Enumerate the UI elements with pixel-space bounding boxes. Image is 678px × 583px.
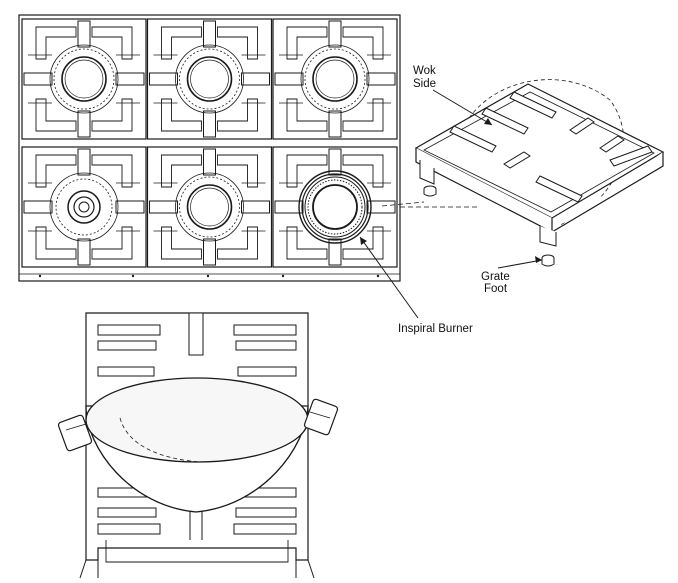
- wok-rim: [85, 377, 309, 463]
- wok-handle-left: [57, 414, 93, 452]
- standard-burner: [174, 172, 245, 242]
- simmer-burner: [49, 172, 119, 242]
- standard-burner: [300, 44, 370, 114]
- grate-foot-label-line1: Grate: [481, 271, 510, 283]
- wok-side-label-line1: Wok: [413, 65, 436, 77]
- wok-on-grate-view: [57, 312, 339, 579]
- inspiral-burner-callout: Inspiral Burner: [359, 236, 473, 335]
- standard-burner: [49, 44, 119, 114]
- grate-foot-lower: [541, 254, 555, 267]
- cooktop-top-view: [18, 14, 401, 282]
- burners: [49, 44, 372, 244]
- inspiral-burner-label: Inspiral Burner: [398, 323, 473, 335]
- grate-foot-label-line2: Foot: [484, 283, 508, 295]
- wok-side-callout: Wok Side: [413, 65, 493, 126]
- grate-foot-upper: [423, 185, 437, 197]
- inspiral-burner: [298, 170, 372, 244]
- standard-burner: [174, 44, 245, 114]
- grate-foot-callout: Grate Foot: [481, 256, 543, 295]
- wok-side-label-line2: Side: [413, 78, 436, 90]
- wok-grate-exploded: [381, 79, 665, 267]
- wok-handle-right: [303, 398, 339, 436]
